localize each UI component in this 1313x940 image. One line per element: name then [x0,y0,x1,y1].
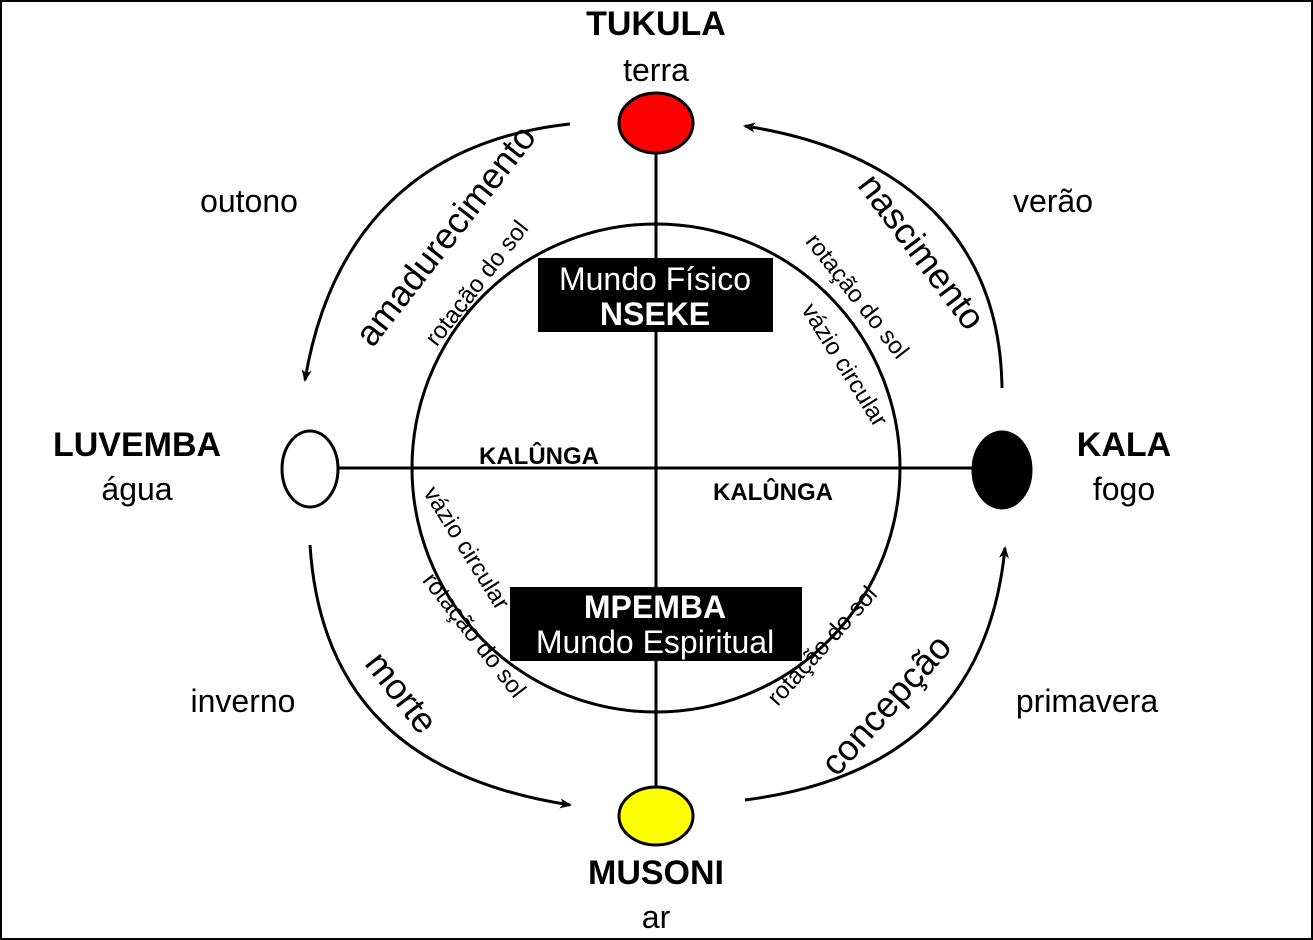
kalunga-right: KALÛNGA [713,478,833,506]
physical-world-box-bg [538,258,773,332]
physical-world-title: Mundo Físico [559,261,751,297]
physical-world-box: Mundo Físico NSEKE [538,258,773,332]
tukula-node [617,91,695,155]
luvemba-name: LUVEMBA [53,426,221,464]
spiritual-world-name: MPEMBA [584,589,726,625]
kala-element: fogo [1093,471,1155,507]
kala-name: KALA [1077,426,1171,464]
spiritual-world-box: MPEMBA Mundo Espiritual [510,587,802,661]
luvemba-element: água [101,471,172,507]
tukula-element: terra [623,52,689,88]
season-autumn: outono [200,183,298,219]
arrow-conception [744,546,1009,802]
arrow-death [308,544,572,809]
spiritual-world-box-bg [510,587,802,661]
kala-node [971,430,1033,510]
tukula-name: TUKULA [586,5,726,43]
season-winter: inverno [191,683,296,719]
arrow-birth [743,122,1004,389]
physical-world-name: NSEKE [600,296,710,332]
kalunga-left: KALÛNGA [479,442,599,470]
season-summer: verão [1013,183,1093,219]
luvemba-node [280,429,340,509]
season-spring: primavera [1016,683,1158,719]
musoni-node [617,785,695,847]
musoni-name: MUSONI [588,854,724,892]
musoni-element: ar [642,899,671,935]
arrow-maturation [301,122,571,382]
spiritual-world-title: Mundo Espiritual [536,624,774,660]
